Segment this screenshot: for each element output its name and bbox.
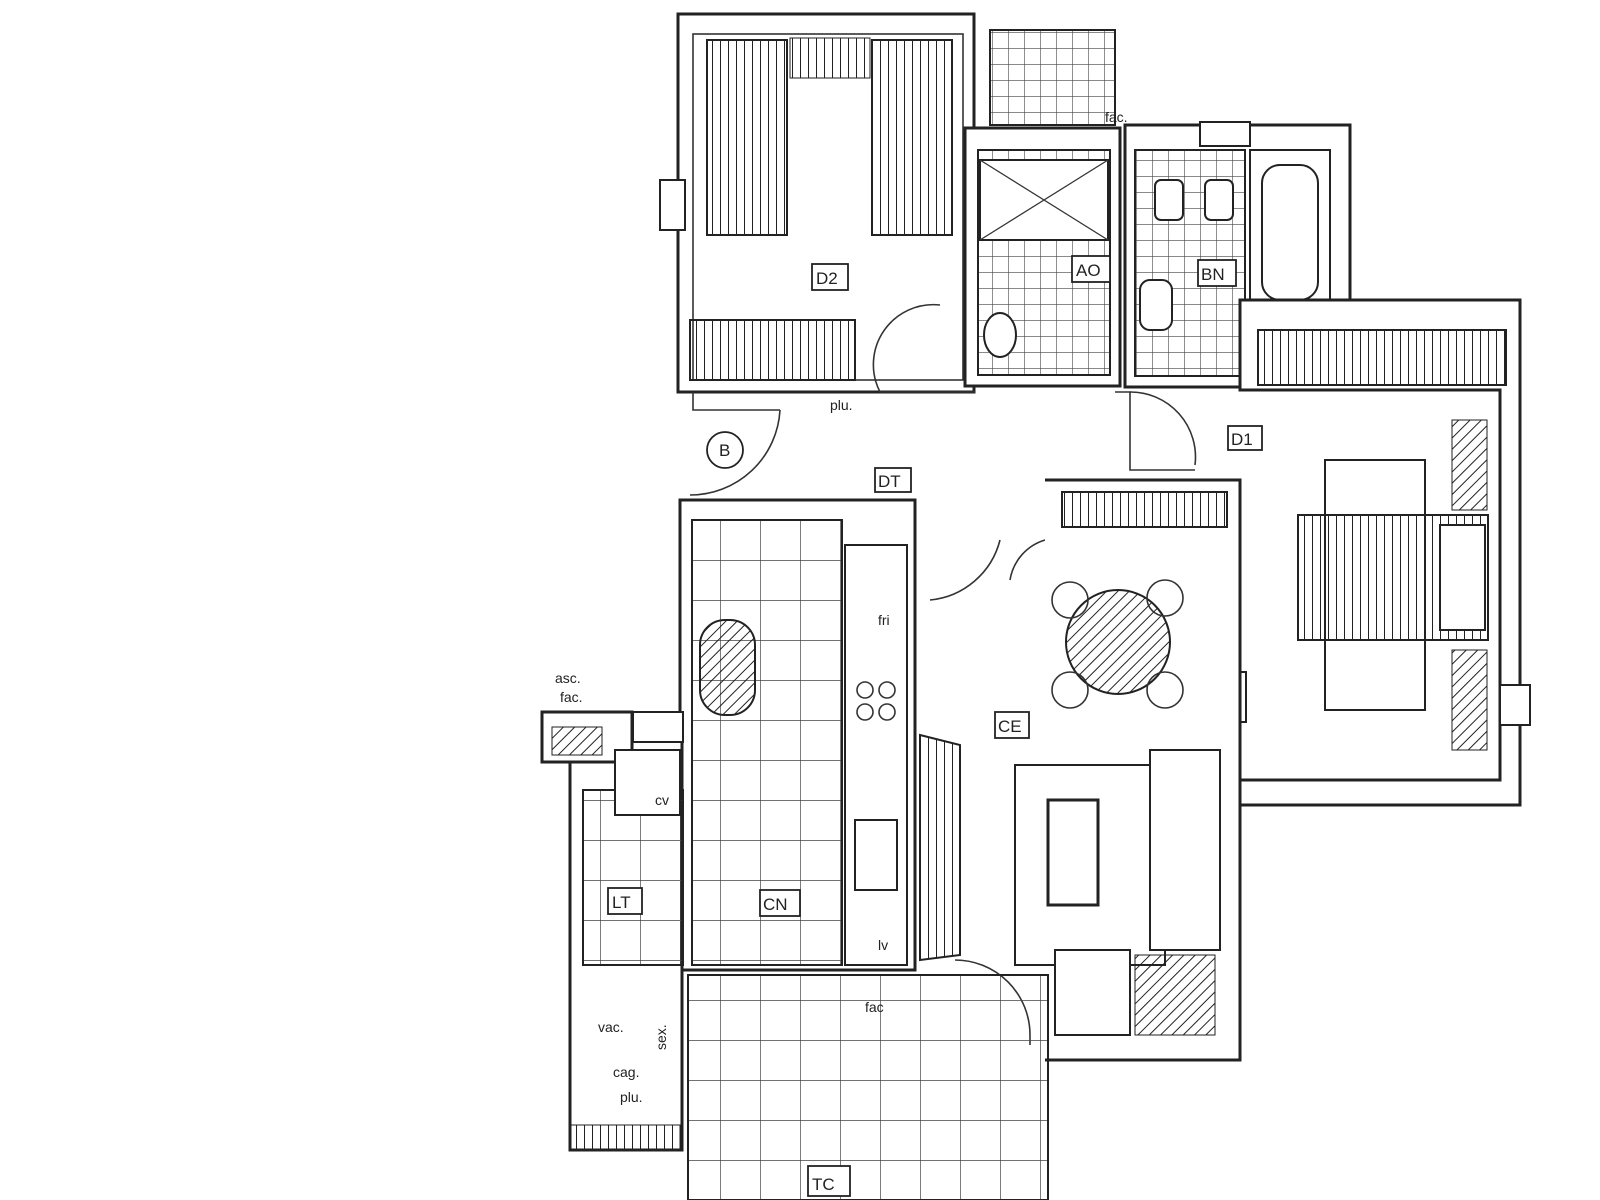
label-lt: LT: [612, 893, 631, 912]
dining-table: [1065, 589, 1171, 695]
note-cv: cv: [655, 792, 669, 808]
label-cn: CN: [763, 895, 788, 914]
label-ao: AO: [1076, 261, 1101, 280]
sofa: [1149, 749, 1221, 951]
note-sex: sex.: [653, 1024, 669, 1050]
label-dt: DT: [878, 472, 901, 491]
room-d1: [1217, 298, 1531, 807]
bed-right: [871, 39, 953, 236]
note-fac-kitchen: fac: [865, 999, 884, 1015]
note-fac-top: fac.: [1105, 109, 1128, 125]
annotations: fac. plu. asc. fac. cv fri lv fac vac. s…: [555, 109, 1128, 1105]
nightstand: [789, 37, 871, 79]
label-d2: D2: [816, 269, 838, 288]
label-b: B: [719, 441, 730, 460]
note-plu-top: plu.: [830, 397, 853, 413]
room-ce: [919, 478, 1242, 1062]
note-cag: cag.: [613, 1064, 639, 1080]
hob: [856, 681, 896, 721]
wardrobe-d1: [1257, 329, 1507, 386]
label-ce: CE: [998, 717, 1022, 736]
room-d2: [659, 12, 976, 394]
counter: [844, 544, 908, 966]
sideboard: [1061, 491, 1228, 528]
label-tc: TC: [812, 1175, 835, 1194]
note-lv: lv: [878, 937, 888, 953]
label-d1: D1: [1231, 430, 1253, 449]
coffee-table: [1046, 798, 1100, 907]
balcony-tiles: [989, 29, 1116, 126]
note-fri: fri: [878, 612, 890, 628]
note-asc: asc.: [555, 670, 581, 686]
room-labels: D2 AO BN D1 DT CE CN LT TC B: [607, 255, 1263, 1197]
fireplace: [919, 733, 961, 962]
sink: [854, 819, 898, 891]
note-plu-bottom: plu.: [620, 1089, 643, 1105]
label-bn: BN: [1201, 265, 1225, 284]
wardrobe: [689, 319, 856, 381]
toilet: [983, 312, 1017, 358]
armchair: [1054, 949, 1131, 1036]
note-vac: vac.: [598, 1019, 624, 1035]
bed-left: [706, 39, 788, 236]
note-fac-left: fac.: [560, 689, 583, 705]
room-tc: [687, 974, 1049, 1200]
room-lt: [540, 710, 684, 1152]
kitchen-table: [699, 619, 756, 716]
